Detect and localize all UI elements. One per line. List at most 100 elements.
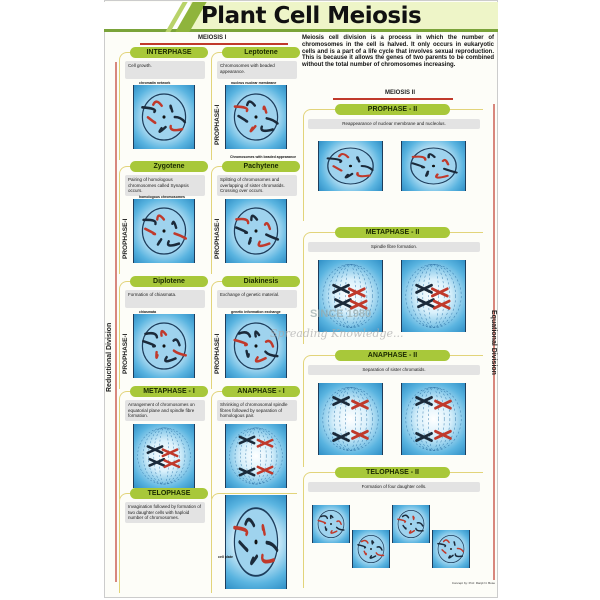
chromosome	[233, 105, 249, 113]
cell-illustration	[233, 322, 279, 370]
cell-illustration	[410, 147, 458, 185]
chromosome	[417, 298, 435, 309]
cell-diagram	[225, 199, 287, 263]
stage-description: Reappearance of nuclear membrane and nuc…	[308, 119, 480, 129]
chromosome	[265, 540, 279, 552]
chromosome	[448, 554, 454, 559]
stage-description: Chromosomes with beaded appearance.	[217, 61, 297, 79]
chromosome	[435, 173, 449, 179]
chromosome	[161, 448, 179, 458]
stage-description: Cell growth.	[125, 61, 205, 79]
chromosome	[171, 220, 178, 229]
chromosome	[324, 526, 328, 532]
chromosome	[238, 435, 256, 445]
cell-label: genetic information exchange	[231, 310, 281, 314]
chromosome	[254, 356, 267, 363]
chromosome	[265, 117, 279, 125]
cell-illustration	[229, 427, 283, 485]
chromosome	[320, 515, 329, 520]
stage-frame	[211, 493, 297, 593]
chromosome	[146, 445, 164, 455]
chromosome	[357, 544, 367, 549]
chromosome	[144, 227, 157, 236]
spindle-fibre	[250, 427, 262, 485]
chromosome	[411, 162, 426, 169]
chromosome	[249, 124, 257, 133]
nucleolus	[254, 115, 258, 119]
chromosome	[144, 331, 159, 339]
chromosome	[441, 158, 450, 166]
cell-diagram	[133, 85, 195, 149]
cell-illustration	[405, 387, 462, 451]
chromosome	[360, 165, 374, 171]
chromosome	[424, 170, 430, 177]
chromosome	[169, 124, 184, 132]
nucleolus	[162, 115, 166, 119]
cell-label: Chromosomes with beaded appearance	[230, 155, 297, 159]
cell-diagram	[133, 199, 195, 263]
chromosome	[265, 233, 280, 241]
nucleolus	[410, 523, 412, 525]
spindle-fibre	[405, 387, 462, 451]
chromosome	[173, 115, 187, 124]
stage-description: Formation of chiasmata.	[125, 290, 205, 308]
reductional-division-label: Reductional Division	[106, 322, 113, 392]
cell-diagram	[133, 424, 195, 488]
meiosis-1-label: MEIOSIS I	[198, 35, 227, 41]
chromosome	[412, 515, 415, 521]
chromosome	[156, 214, 166, 221]
chromosome	[332, 165, 343, 172]
spindle-fibre	[142, 427, 186, 485]
chromosome	[351, 399, 369, 410]
connector	[493, 104, 495, 580]
cell-diagram	[312, 505, 350, 543]
stage-description: Spindle fibre formation.	[308, 242, 480, 252]
chromosome	[164, 355, 177, 363]
chromosome	[250, 554, 259, 566]
chromosome	[148, 457, 166, 467]
chromosome	[155, 350, 159, 359]
spindle-fibre	[322, 264, 379, 328]
spindle-fibre	[416, 387, 451, 451]
chromosome	[360, 539, 369, 544]
chromosome	[172, 349, 187, 357]
chromosome	[158, 125, 167, 133]
chromosome	[347, 287, 366, 298]
stage-header-4: Diplotene	[130, 276, 208, 287]
chromosome	[247, 236, 252, 245]
stage-description: Separation of sister chromatids.	[308, 365, 480, 375]
chromosome	[456, 547, 464, 553]
chromosome	[141, 106, 157, 114]
cell-diagram	[133, 314, 195, 378]
cell-diagram	[401, 260, 466, 332]
stage-header-m2-0: PROPHASE - II	[335, 104, 450, 115]
cell-illustration	[322, 264, 379, 328]
cell-illustration	[437, 534, 465, 564]
chromosome	[326, 157, 343, 164]
prophase-1-label: PROPHASE-I	[214, 218, 221, 259]
watermark-tagline: Spreading Knowledge...	[270, 327, 404, 340]
chromosome	[332, 431, 350, 443]
chromosome	[166, 240, 181, 247]
spindle-fibre	[240, 427, 272, 485]
chromosome	[375, 552, 385, 557]
chromosome	[363, 550, 367, 556]
chromosome	[233, 338, 248, 347]
spindle-fibre	[345, 264, 356, 328]
chromosome	[256, 465, 274, 475]
chromosome	[235, 226, 249, 235]
cell-illustration	[141, 322, 187, 370]
nucleolus	[162, 229, 166, 233]
intro-text: Meiosis cell division is a process in wh…	[302, 35, 494, 69]
chromosome	[415, 527, 424, 532]
chromosome	[376, 546, 383, 551]
stage-header-m2-3: TELOPHASE - II	[335, 467, 450, 478]
chromosome	[434, 429, 452, 440]
cell-illustration	[233, 507, 279, 577]
stage-header-m2-1: METAPHASE - II	[335, 227, 450, 238]
chromosome	[441, 549, 447, 554]
chromosome	[432, 299, 451, 310]
spindle-fibre	[328, 387, 373, 451]
title-banner: Plant Cell Meiosis	[104, 2, 498, 32]
nucleolus	[450, 548, 452, 550]
